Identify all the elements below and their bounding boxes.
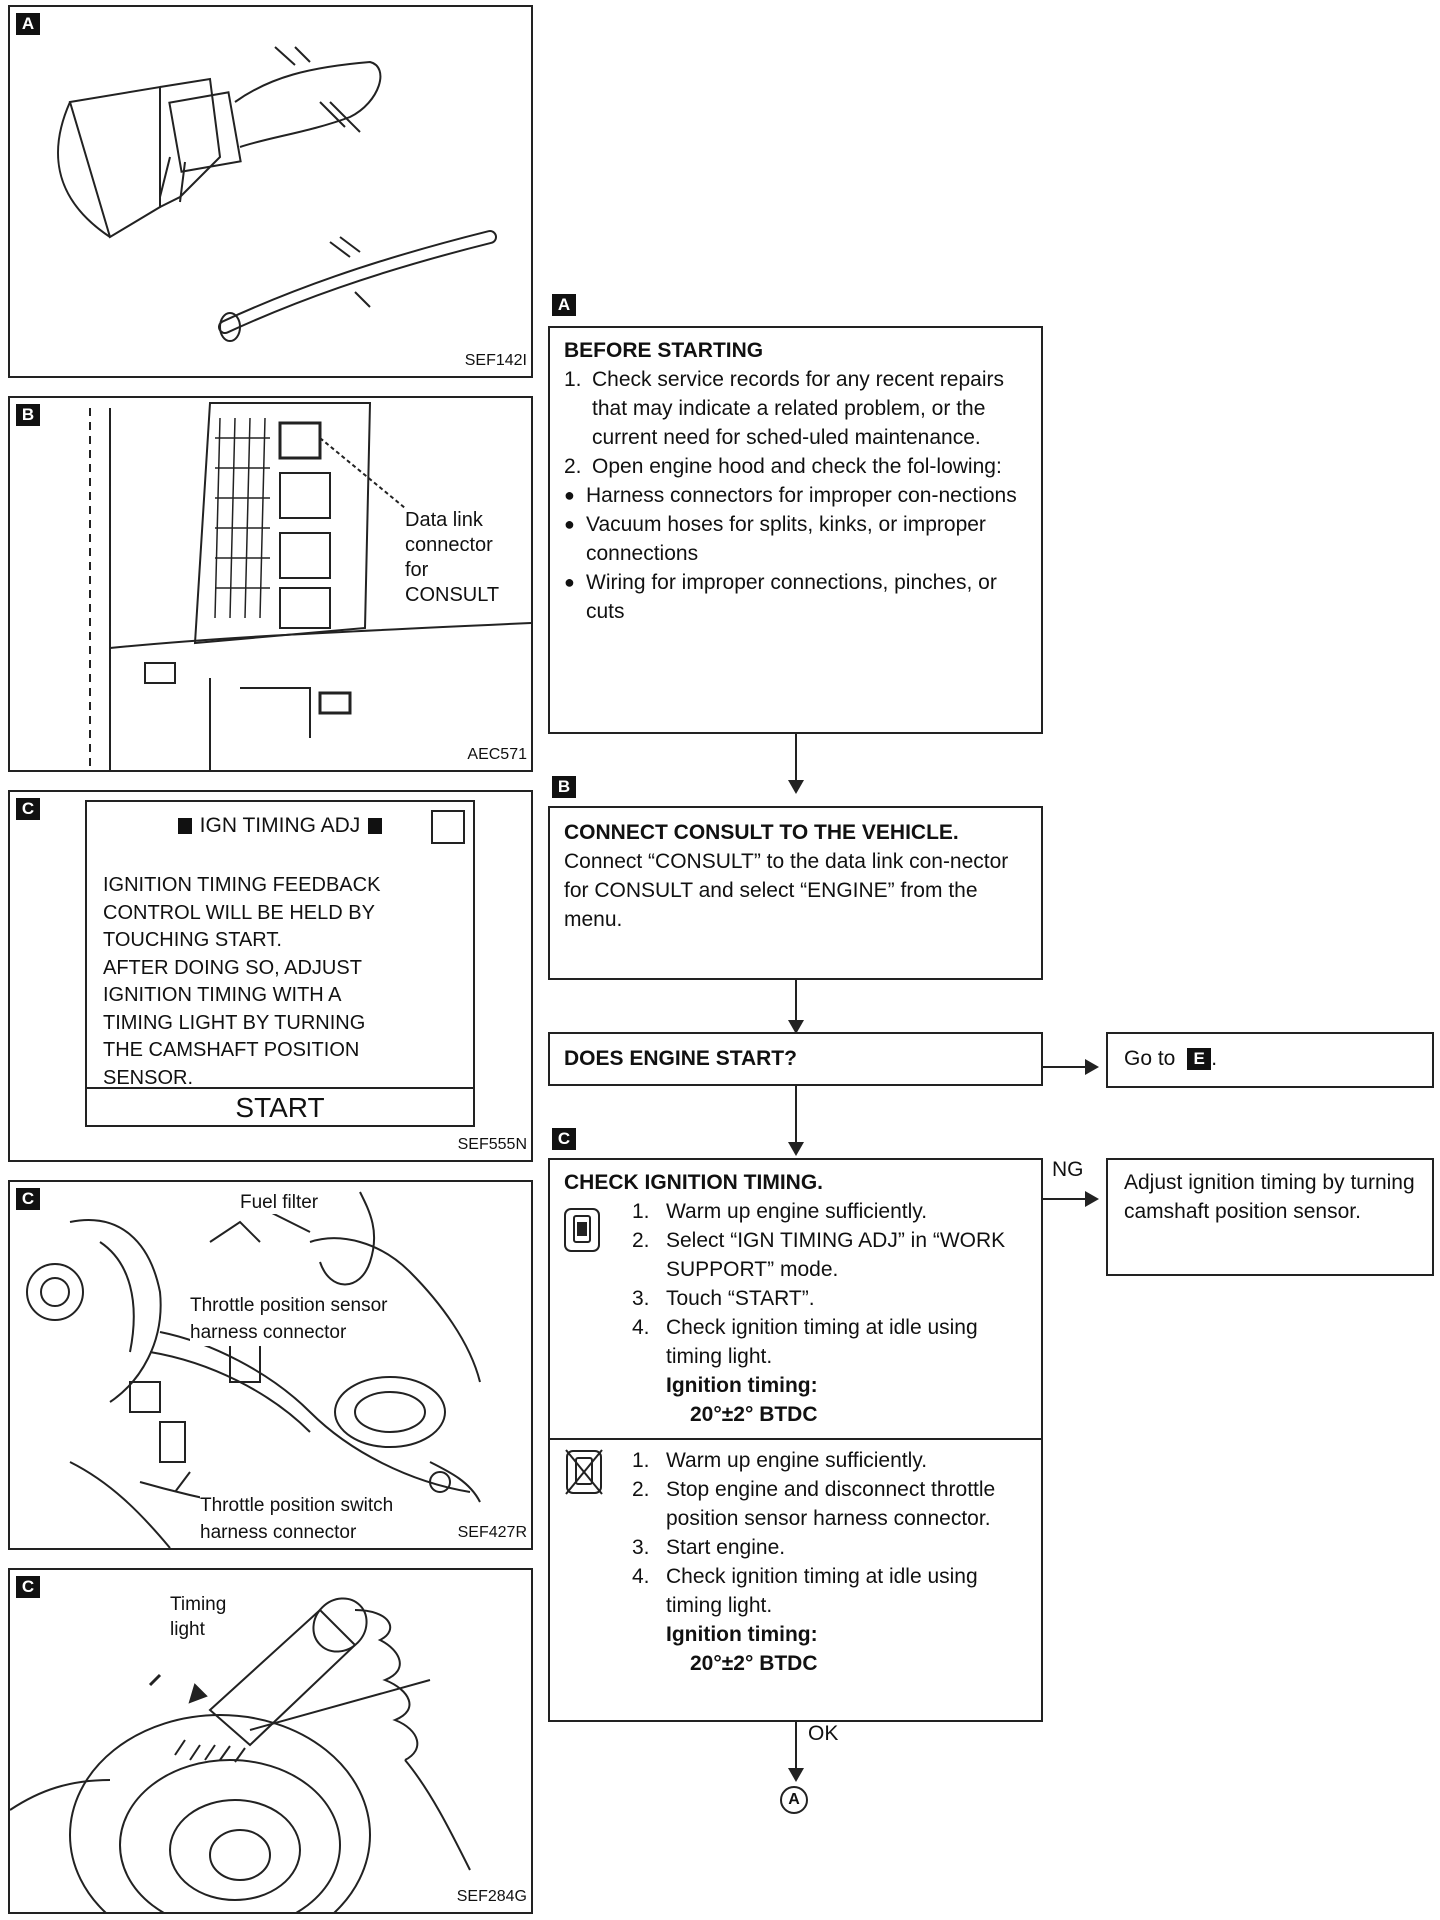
- screen-title-marker-left: [177, 818, 192, 835]
- consult-step: 2.Select “IGN TIMING ADJ” in “WORK SUPPO…: [632, 1229, 1006, 1281]
- screen-corner-box: [431, 810, 465, 844]
- figure-code: SEF555N: [457, 1136, 527, 1153]
- timing-light-label: Timing light: [170, 1594, 227, 1640]
- arrow-head: [788, 780, 804, 794]
- no-consult-step: 4.Check ignition timing at idle using ti…: [632, 1565, 978, 1617]
- step-c-tag: C: [552, 1128, 576, 1150]
- fuse-box-illustration: [89, 402, 531, 770]
- consult-step: 3.Touch “START”.: [632, 1287, 815, 1310]
- engine-start-question-box: DOES ENGINE START?: [548, 1032, 1043, 1086]
- flow-connector: [795, 1086, 797, 1146]
- panel-tag: C: [16, 1576, 40, 1598]
- flow-connector: [795, 734, 797, 784]
- arrow-head: [788, 1768, 804, 1782]
- step-a-tag: A: [552, 294, 576, 316]
- connect-consult-title: CONNECT CONSULT TO THE VEHICLE.: [564, 821, 959, 844]
- illustration-panel-a: A SEF142I: [8, 5, 533, 378]
- ok-label: OK: [808, 1722, 839, 1745]
- engine-bay-illustration: [26, 1191, 481, 1548]
- flow-connector: [795, 980, 797, 1025]
- panel-tag: B: [16, 404, 40, 426]
- start-button[interactable]: START: [85, 1087, 475, 1127]
- illustration-panel-c3: C Timing light SEF284G: [8, 1568, 533, 1914]
- arrow-head: [788, 1142, 804, 1156]
- before-starting-box: BEFORE STARTING 1.Check service records …: [548, 326, 1043, 734]
- arrow-head: [1085, 1059, 1099, 1075]
- panel-tag: C: [16, 798, 40, 820]
- ignition-timing-spec-value: 20°±2° BTDC: [690, 1652, 818, 1675]
- ng-label: NG: [1052, 1158, 1084, 1181]
- ok-branch-connector: [795, 1722, 797, 1772]
- go-to-text: Go to: [1124, 1047, 1176, 1070]
- panel-tag: C: [16, 1188, 40, 1210]
- no-branch-connector: [1043, 1066, 1087, 1068]
- figure-code: AEC571: [467, 746, 527, 763]
- no-consult-icon: [565, 1449, 603, 1495]
- list-item: 2.Open engine hood and check the fol-low…: [564, 455, 1002, 478]
- go-to-e-box: Go to E.: [1106, 1032, 1434, 1088]
- panel-tag: A: [16, 13, 40, 35]
- check-ignition-title: CHECK IGNITION TIMING.: [564, 1171, 823, 1194]
- figure-code: SEF142I: [464, 352, 527, 369]
- go-to-e-tag[interactable]: E: [1187, 1048, 1212, 1071]
- timing-light-illustration: [10, 1597, 471, 1912]
- adjust-timing-box: Adjust ignition timing by turning camsha…: [1106, 1158, 1434, 1276]
- figure-code: SEF284G: [456, 1888, 527, 1905]
- check-ignition-timing-box: CHECK IGNITION TIMING. 1.Warm up engine …: [548, 1158, 1043, 1440]
- ignition-timing-spec-label: Ignition timing:: [666, 1374, 818, 1397]
- arrow-head: [788, 1020, 804, 1034]
- illustration-panel-c1: C IGN TIMING ADJ IGNITION TIMING FEEDBAC…: [8, 790, 533, 1162]
- screen-instructions: IGNITION TIMING FEEDBACK CONTROL WILL BE…: [103, 874, 381, 1089]
- bullet-item: ●Harness connectors for improper con-nec…: [564, 484, 1017, 507]
- without-consult-box: 1.Warm up engine sufficiently. 2.Stop en…: [548, 1438, 1043, 1722]
- connect-consult-text: Connect “CONSULT” to the data link con-n…: [564, 850, 1009, 931]
- illustration-panel-b: B Data link connector for CONSULT AEC571: [8, 396, 533, 772]
- adjust-timing-text: Adjust ignition timing by turning camsha…: [1124, 1171, 1415, 1223]
- throttle-position-sensor-label: Throttle position sensor harness connect…: [190, 1292, 388, 1346]
- next-page-connector[interactable]: A: [780, 1786, 808, 1814]
- no-consult-step: 1.Warm up engine sufficiently.: [632, 1449, 928, 1472]
- screen-title: IGN TIMING ADJ: [199, 814, 361, 837]
- throttle-position-switch-label: Throttle position switch harness connect…: [200, 1492, 394, 1546]
- data-link-connector-callout: Data link connector for CONSULT: [405, 509, 500, 606]
- illustration-panel-c2: C Fuel filter Throttle position sensor h…: [8, 1180, 533, 1550]
- consult-tester-icon: [564, 1208, 600, 1252]
- before-starting-title: BEFORE STARTING: [564, 339, 764, 362]
- no-consult-step: 3.Start engine.: [632, 1536, 786, 1559]
- screen-title-marker-right: [368, 818, 383, 835]
- ignition-timing-spec-value: 20°±2° BTDC: [690, 1403, 818, 1426]
- bullet-item: ●Wiring for improper connections, pinche…: [564, 571, 997, 623]
- ignition-timing-spec-label: Ignition timing:: [666, 1623, 818, 1646]
- figure-code: SEF427R: [457, 1524, 527, 1541]
- list-item: 1.Check service records for any recent r…: [564, 368, 1004, 449]
- arrow-head: [1085, 1191, 1099, 1207]
- consult-step: 1.Warm up engine sufficiently.: [632, 1200, 928, 1223]
- no-consult-step: 2.Stop engine and disconnect throttle po…: [632, 1478, 996, 1530]
- connector-hose-illustration: [57, 46, 497, 342]
- step-b-tag: B: [552, 776, 576, 798]
- ng-branch-connector: [1043, 1198, 1087, 1200]
- consult-screen: IGN TIMING ADJ IGNITION TIMING FEEDBACK …: [85, 800, 475, 1090]
- engine-start-question: DOES ENGINE START?: [564, 1047, 797, 1070]
- consult-step: 4.Check ignition timing at idle using ti…: [632, 1316, 978, 1368]
- connect-consult-box: CONNECT CONSULT TO THE VEHICLE. Connect …: [548, 806, 1043, 980]
- bullet-item: ●Vacuum hoses for splits, kinks, or impr…: [564, 513, 986, 565]
- fuel-filter-label: Fuel filter: [240, 1192, 319, 1214]
